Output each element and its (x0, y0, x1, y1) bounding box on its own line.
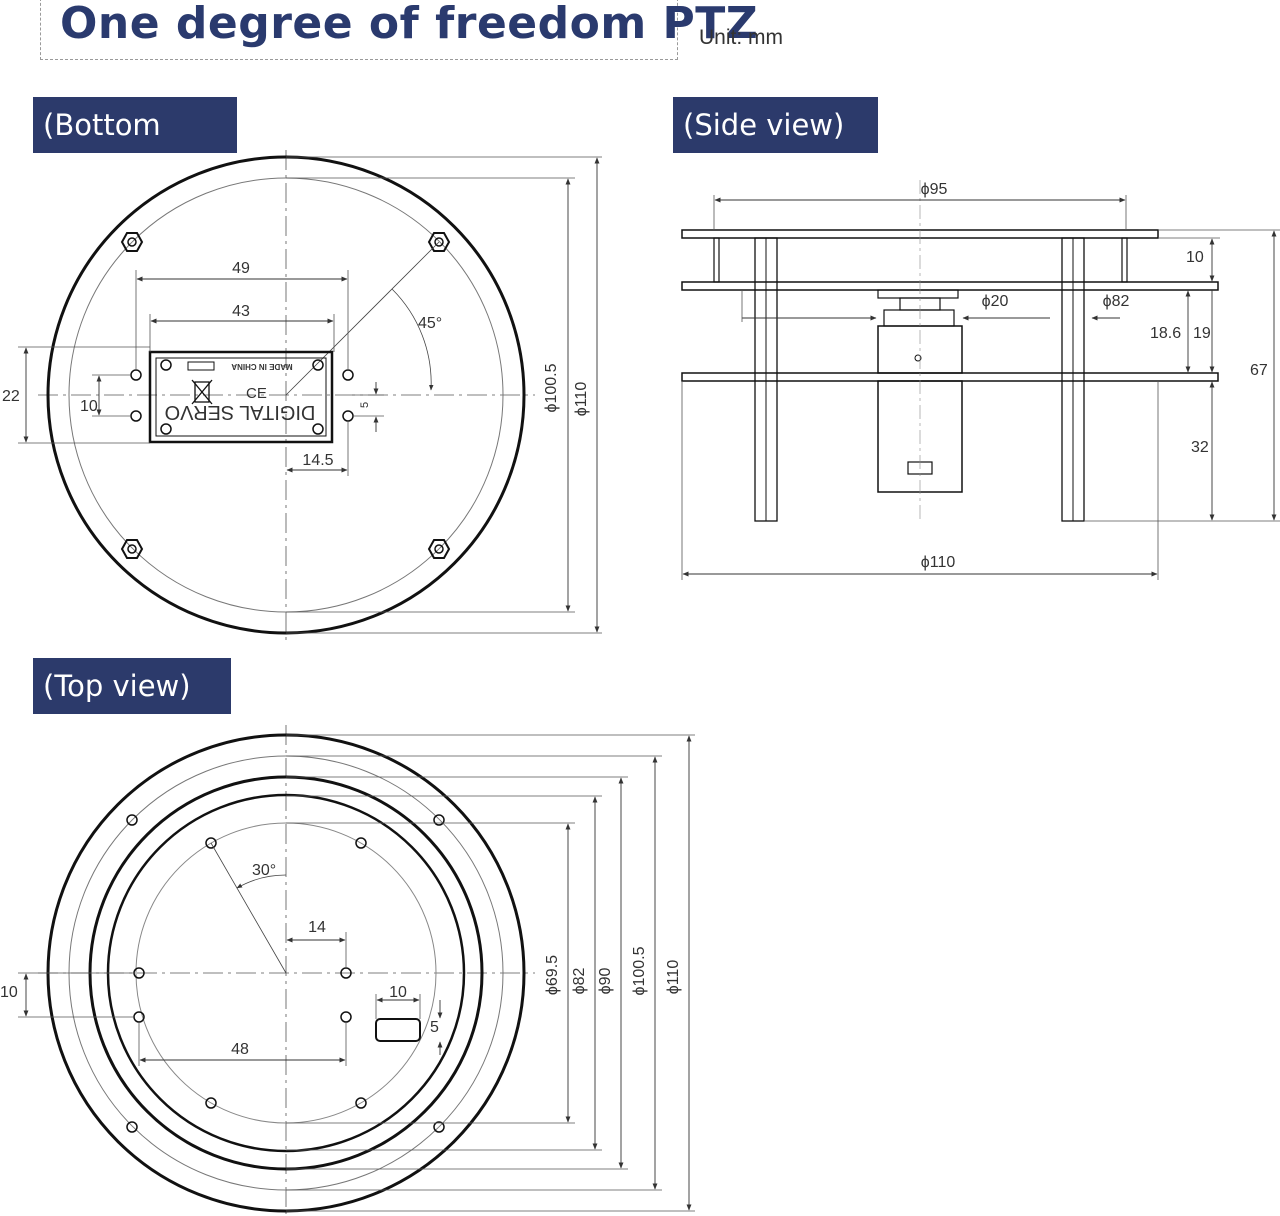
dim-67: 67 (1250, 362, 1268, 379)
servo-screw (312, 423, 324, 435)
dim-48: 48 (231, 1041, 249, 1058)
mount-hole (130, 410, 142, 422)
servo-screw (160, 359, 172, 371)
dim-43: 43 (232, 303, 250, 320)
bottom-view: 45° MADE IN CHINA DIGITAL SERVO CE 49 43 (2, 150, 602, 645)
unit-label: Unit: mm (699, 26, 783, 49)
servo-text-digital-servo: DIGITAL SERVO (165, 401, 316, 423)
mount-hole (205, 837, 217, 849)
mount-hole (205, 1097, 217, 1109)
mount-hole (342, 410, 354, 422)
mount-hole (342, 369, 354, 381)
dim-angle-30: 30° (252, 862, 276, 879)
hex-bolt (427, 539, 451, 559)
dim-18-6: 18.6 (1150, 325, 1181, 342)
mount-hole (355, 1097, 367, 1109)
dim-top-d100-5: ϕ100.5 (631, 946, 648, 995)
dim-32: 32 (1191, 439, 1209, 456)
hex-bolt (120, 539, 144, 559)
angle-45-arc (391, 288, 434, 391)
dim-d82: ϕ82 (1103, 293, 1130, 310)
cable-slot (375, 1018, 421, 1042)
mount-hole (433, 814, 445, 826)
hex-bolt (427, 232, 451, 252)
servo-screw (312, 359, 324, 371)
page-title: One degree of freedom PTZ (60, 0, 759, 49)
dim-14: 14 (308, 919, 326, 936)
mount-hole (130, 369, 142, 381)
dim-angle-45: 45° (418, 315, 442, 332)
dim-d110: ϕ110 (573, 382, 590, 417)
bottom-plate (681, 372, 1219, 382)
side-view-label: (Side view) (673, 97, 878, 153)
middle-plate (681, 281, 1219, 291)
mount-hole (126, 814, 138, 826)
dim-d90: ϕ90 (597, 968, 614, 995)
dim-d20: ϕ20 (982, 293, 1009, 310)
dim-14-5: 14.5 (302, 452, 333, 469)
dim-d82: ϕ82 (571, 968, 588, 995)
dim-d95: ϕ95 (921, 181, 948, 198)
hex-bolt (120, 232, 144, 252)
dim-top-5: 5 (430, 1019, 439, 1036)
mount-hole (126, 1121, 138, 1133)
bottom-view-label: (Bottom view) (33, 97, 237, 198)
recycle-bin-icon (191, 379, 213, 405)
ce-mark-icon: CE (246, 385, 267, 402)
dim-19: 19 (1193, 325, 1211, 342)
top-view: 30° 14 10 5 48 10 ϕ69.5 ϕ82 (0, 725, 695, 1214)
dim-49: 49 (232, 260, 250, 277)
spacer (713, 237, 720, 283)
servo-gear-housing (883, 309, 955, 327)
servo-label-box (187, 361, 215, 371)
top-view-label: (Top view) (33, 658, 231, 714)
servo-horn (877, 289, 959, 299)
dim-top-left-10: 10 (0, 984, 18, 1001)
mount-hole (340, 1011, 352, 1023)
servo-body (148, 350, 334, 444)
dim-side-10: 10 (1186, 249, 1204, 266)
mount-hole (355, 837, 367, 849)
dim-d69-5: ϕ69.5 (544, 955, 561, 995)
servo-text-made-in-china: MADE IN CHINA (231, 362, 293, 371)
dim-side-d110: ϕ110 (921, 554, 956, 571)
servo-screw (160, 423, 172, 435)
angle-30-line (210, 842, 287, 974)
servo-body-inner (155, 357, 327, 437)
spacer (1121, 237, 1128, 283)
mount-hole (433, 1121, 445, 1133)
title-frame (40, 0, 678, 60)
angle-30-arc (236, 874, 287, 889)
side-view: ϕ95 ϕ20 ϕ82 10 18.6 19 67 32 ϕ110 (681, 180, 1280, 580)
dim-d100-5: ϕ100.5 (543, 363, 560, 412)
dim-10: 10 (80, 398, 98, 415)
dim-5: 5 (359, 402, 371, 408)
dim-top-d110: ϕ110 (665, 960, 682, 995)
angle-45-line (285, 241, 440, 396)
dim-top-10: 10 (389, 984, 407, 1001)
dim-22: 22 (2, 388, 20, 405)
